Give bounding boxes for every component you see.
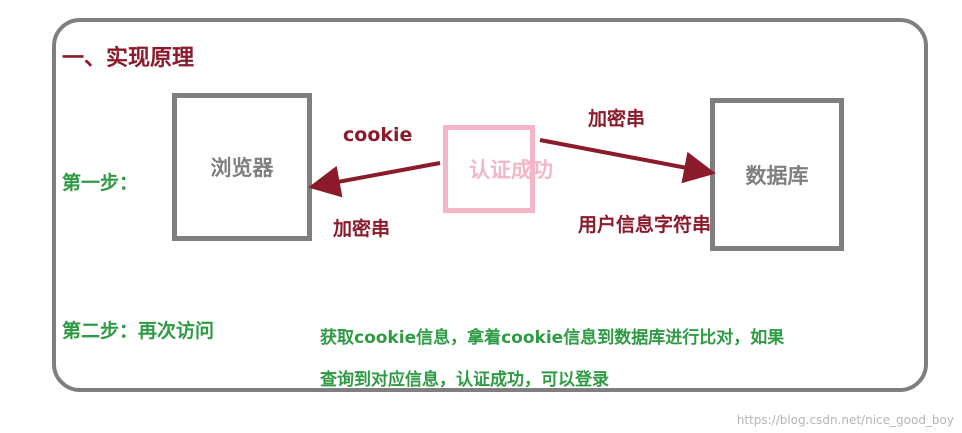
step-two-label: 第二步：再次访问 [62, 320, 215, 342]
cookie-label: cookie [343, 124, 413, 146]
auth-success-label: 认证成功 [469, 158, 553, 182]
arrow-to-database [539, 138, 716, 184]
description-line-2: 查询到对应信息，认证成功，可以登录 [320, 370, 609, 390]
auth-success-box: 认证成功 [443, 125, 553, 213]
encrypted-string-left-label: 加密串 [333, 218, 391, 240]
diagram-frame [52, 18, 928, 392]
description-line-1: 获取cookie信息，拿着cookie信息到数据库进行比对，如果 [320, 328, 785, 348]
watermark: https://blog.csdn.net/nice_good_boy [736, 413, 954, 427]
user-info-string-label: 用户信息字符串 [578, 214, 712, 236]
encrypted-string-right-label: 加密串 [588, 108, 646, 130]
database-label: 数据库 [745, 163, 809, 188]
diagram-title: 一、实现原理 [62, 46, 195, 71]
step-one-label: 第一步： [62, 172, 139, 194]
browser-label: 浏览器 [210, 156, 274, 180]
arrow-to-browser [308, 161, 441, 198]
